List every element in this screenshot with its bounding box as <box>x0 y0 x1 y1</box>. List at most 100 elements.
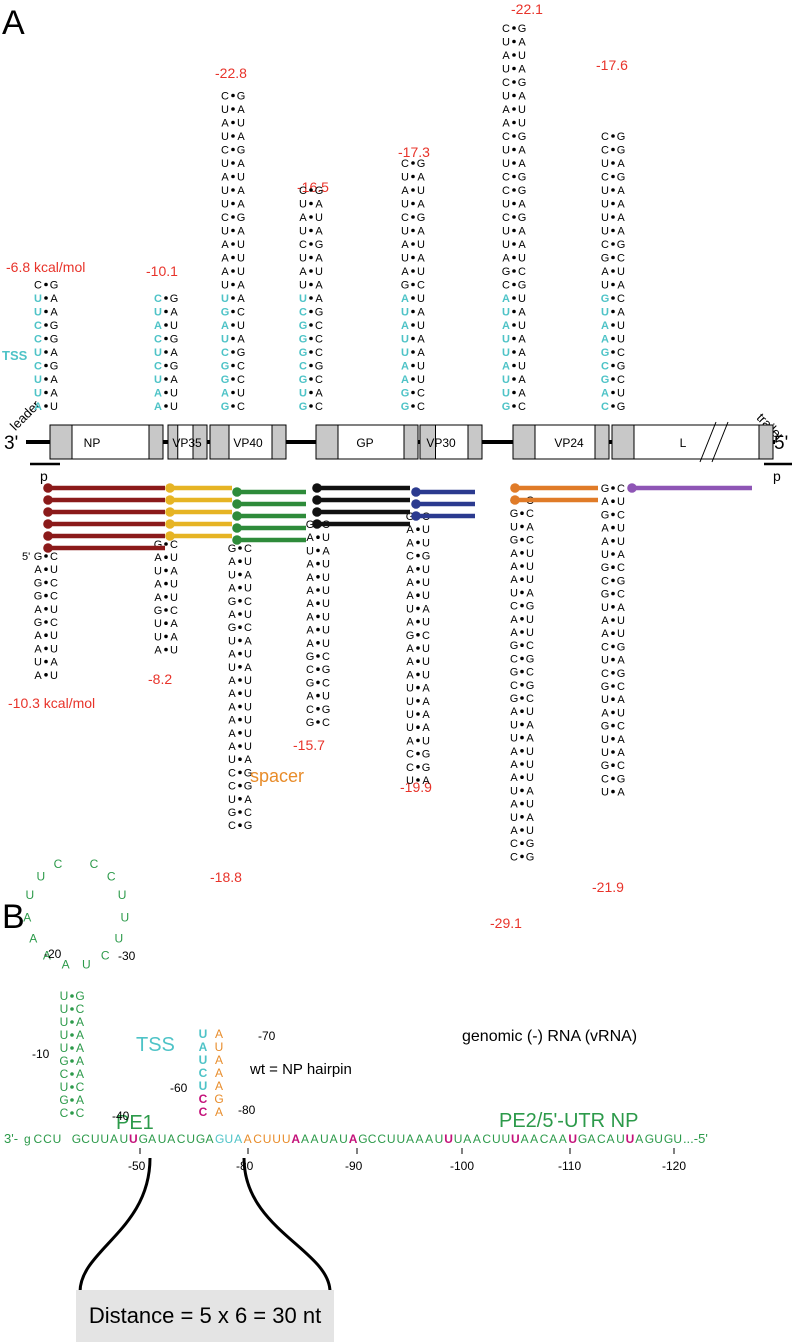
top-stem-2-left: G <box>221 374 230 386</box>
bottom-stem-4-left: G <box>406 511 415 523</box>
bottom-stem-6-left: A <box>601 628 609 640</box>
top-stem-3-right: C <box>315 374 323 386</box>
energy-vp30-top: -17.3 <box>398 144 430 160</box>
base-pair-dot <box>231 228 235 233</box>
bottom-stem-4-left: A <box>406 669 414 681</box>
bottom-stem-2-right: U <box>244 675 252 687</box>
pe1-position: -30 <box>118 949 136 963</box>
bottom-stem-3-left: A <box>306 638 314 650</box>
bottom-stem-1-left: U <box>154 618 162 630</box>
gene-utr-left <box>209 424 230 460</box>
base-pair-dot <box>44 296 48 300</box>
seq-nt: U <box>282 1132 291 1146</box>
top-stem-0-left: U <box>34 307 42 319</box>
base-pair-dot <box>238 783 242 788</box>
pe1-loop-nt: U <box>118 888 127 902</box>
energy-vp30-bottom: -19.9 <box>400 779 432 795</box>
pe1-loop-nt: U <box>120 910 129 924</box>
base-pair-dot <box>416 725 420 729</box>
base-pair-dot <box>611 269 615 273</box>
bottom-stem-3-right: U <box>322 532 330 544</box>
seq-nt: U <box>225 1132 234 1146</box>
top-stem-2-left: U <box>221 334 229 346</box>
bottom-stem-5-left: A <box>510 759 518 771</box>
bottom-stem-2-left: G <box>228 807 237 819</box>
base-pair-dot <box>520 630 524 634</box>
top-stem-2-left: C <box>221 145 229 157</box>
top-stem-5-right: A <box>518 145 526 157</box>
bottom-stem-4-left: A <box>406 564 414 576</box>
base-pair-dot <box>611 697 615 701</box>
bottom-stem-4-right: U <box>422 537 430 549</box>
bottom-stem-5-left: C <box>510 601 518 613</box>
seq-nt: A <box>416 1132 424 1146</box>
bottom-stem-6-right: A <box>617 734 625 746</box>
bottom-stem-3-left: G <box>306 677 315 689</box>
bottom-stem-5-left: A <box>510 614 518 626</box>
top-stem-6-left: C <box>601 401 609 413</box>
top-stem-1-right: A <box>170 374 178 386</box>
top-stem-5-left: A <box>502 361 510 373</box>
top-stem-4-left: G <box>401 401 410 413</box>
base-pair-dot <box>416 580 420 584</box>
base-pair-dot <box>164 377 168 381</box>
bottom-stem-6-left: A <box>601 707 609 719</box>
base-pair-dot <box>231 174 235 179</box>
top-stem-5-left: U <box>502 347 510 359</box>
base-pair-dot <box>611 578 615 583</box>
bottom-stem-5-right: U <box>526 772 534 784</box>
trailer-promoter-label: p <box>773 468 781 484</box>
base-pair-dot <box>416 672 420 677</box>
top-stem-0-left: C <box>34 320 42 332</box>
top-stem-6-right: C <box>617 374 625 386</box>
gene-utr-right <box>594 424 610 460</box>
top-stem-2-left: A <box>221 320 229 332</box>
top-stem-2-right: A <box>237 131 245 143</box>
base-pair-dot <box>44 377 48 381</box>
top-stem-3-left: U <box>299 388 307 400</box>
base-pair-dot <box>164 621 168 625</box>
bottom-stem-0-right: U <box>50 643 58 655</box>
top-stem-5-left: G <box>502 266 511 278</box>
base-pair-dot <box>231 147 235 152</box>
pe1-stem-right: A <box>76 1028 84 1042</box>
base-pair-dot <box>512 120 516 125</box>
bottom-stem-4-left: A <box>406 577 414 589</box>
base-pair-dot <box>512 336 516 341</box>
top-stem-6-left: U <box>601 185 609 197</box>
bottom-stem-3-right: U <box>322 611 330 623</box>
pe1-loop-nt: A <box>43 948 51 962</box>
base-pair-dot <box>238 651 242 656</box>
base-pair-dot <box>164 363 168 368</box>
bottom-stem-0-right: C <box>50 577 58 589</box>
seq-nt: A <box>330 1132 338 1146</box>
base-pair-dot <box>512 188 516 192</box>
base-pair-dot <box>611 323 615 327</box>
seq-nt: U <box>320 1132 329 1146</box>
bottom-stem-6-left: U <box>601 747 609 759</box>
top-stem-6-left: A <box>601 266 609 278</box>
top-stem-0-right: G <box>50 361 59 373</box>
base-pair-dot <box>411 377 415 381</box>
base-pair-dot <box>309 255 313 260</box>
top-stem-4-right: A <box>417 253 425 265</box>
seq-nt: U <box>53 1132 62 1146</box>
tss-stem-left: C <box>199 1105 208 1119</box>
bottom-stem-5-left: A <box>510 548 518 560</box>
seq-nt: A <box>110 1132 118 1146</box>
top-stem-2-right: C <box>237 361 245 373</box>
bottom-stem-5-left: G <box>510 693 519 705</box>
bottom-stem-3-right: U <box>322 585 330 597</box>
bottom-stem-6-left: G <box>601 681 610 693</box>
base-pair-dot <box>611 499 615 504</box>
seq-nt: C <box>253 1132 262 1146</box>
top-stem-3-right: C <box>315 347 323 359</box>
top-stem-3-right: U <box>315 266 323 278</box>
top-stem-2-left: U <box>221 293 229 305</box>
seq-nt: A <box>234 1132 242 1146</box>
position-label: -50 <box>128 1159 146 1173</box>
base-pair-dot <box>611 242 615 246</box>
seq-nt: U <box>654 1132 663 1146</box>
top-stem-2-right: A <box>237 293 245 305</box>
